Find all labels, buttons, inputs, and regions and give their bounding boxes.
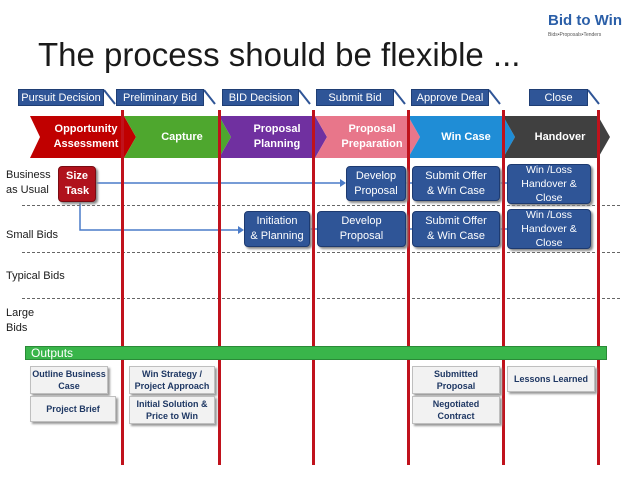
output-win-strategy: Win Strategy / Project Approach [129,366,215,394]
gate-pointer-4 [393,89,406,105]
size-task-box: Size Task [58,166,96,202]
logo-text-1: Bid to [548,12,595,29]
stage-opportunity-assessment: Opportunity Assessment [53,123,119,150]
output-submitted-proposal: Submitted Proposal [412,366,500,394]
outputs-label: Outputs [31,346,74,360]
milestone-line [407,110,410,465]
stage-chevron-4 [315,116,420,158]
small-develop-proposal: Develop Proposal [317,211,406,247]
row-divider [22,205,620,206]
gate-approve-deal: Approve Deal [411,89,489,106]
milestone-line [218,110,221,465]
row-divider [22,252,620,253]
row-business-as-usual: Business as Usual [6,169,51,196]
output-negotiated-contract: Negotiated Contract [412,396,500,424]
output-lessons-learned: Lessons Learned [507,366,595,392]
stage-proposal-planning: Proposal Planning [253,123,301,150]
milestone-line [312,110,315,465]
gate-close: Close [529,89,588,106]
milestone-line [502,110,505,465]
milestone-line [121,110,124,465]
output-initial-solution: Initial Solution & Price to Win [129,396,215,424]
gate-preliminary-bid: Preliminary Bid [116,89,204,106]
stage-proposal-preparation: Proposal Preparation [341,123,403,150]
bid-to-win-logo: Bid to Win Bids•Proposals•Tenders [548,12,632,44]
milestone-line [597,110,600,465]
stage-chevron-2 [124,116,231,158]
gate-pointer-2 [203,89,216,105]
gate-bid-decision: BID Decision [222,89,299,106]
row-divider [22,298,620,299]
row-small-bids: Small Bids [6,229,58,241]
gate-pursuit-decision: Pursuit Decision [18,89,104,106]
stage-chevron-3 [219,116,327,158]
gate-submit-bid: Submit Bid [316,89,394,106]
small-win-loss-handover: Win /Loss Handover & Close [507,209,591,249]
gate-pointer-6 [587,89,600,105]
stage-win-case: Win Case [441,130,491,143]
page-title: The process should be flexible ... [38,36,521,73]
bau-develop-proposal: Develop Proposal [346,166,406,201]
stage-chevron-6 [503,116,610,158]
output-outline-business-case: Outline Business Case [30,366,108,394]
small-submit-offer: Submit Offer & Win Case [412,211,500,247]
logo-text-2: Win [594,12,623,29]
gate-pointer-3 [298,89,311,105]
bau-win-loss-handover: Win /Loss Handover & Close [507,164,591,204]
stage-chevron-1 [30,116,136,158]
bau-submit-offer: Submit Offer & Win Case [412,166,500,201]
gate-pointer-1 [103,89,116,105]
stage-handover: Handover [534,130,586,143]
small-connector [79,200,238,231]
row-typical-bids: Typical Bids [6,270,65,282]
output-project-brief: Project Brief [30,396,116,422]
outputs-bar [25,346,607,360]
small-initiation-planning: Initiation & Planning [244,211,310,247]
row-large-bids: Large Bids [6,307,35,334]
stage-capture: Capture [161,130,203,143]
stage-chevron-5 [408,116,515,158]
logo-subtitle: Bids•Proposals•Tenders [548,32,602,38]
gate-pointer-5 [488,89,501,105]
